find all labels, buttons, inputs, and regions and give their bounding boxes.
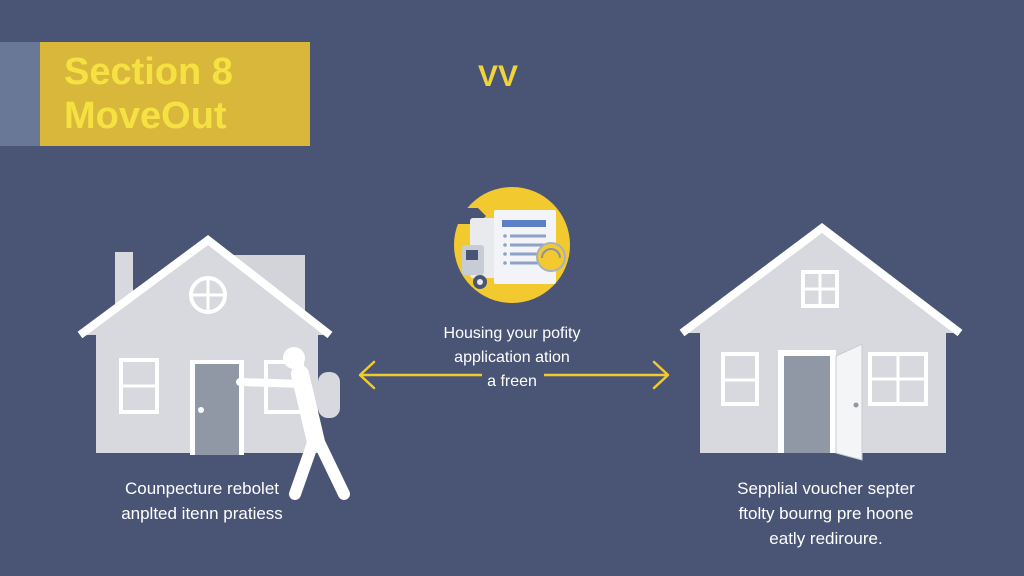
right-caption-line-1: Sepplial voucher septer [737, 479, 915, 498]
title-line-1: Section 8 [64, 51, 233, 93]
right-door [784, 356, 830, 453]
right-caption: Sepplial voucher septer ftolty bourng pr… [706, 476, 946, 551]
right-house-icon [679, 222, 963, 461]
title-box [40, 42, 310, 146]
right-caption-line-2: ftolty bourng pre hoone [738, 504, 914, 523]
left-caption-line-2: anplted itenn pratiess [121, 504, 283, 523]
moving-truck-document-icon [440, 187, 570, 303]
page-title: Section 8 MoveOut [64, 50, 314, 138]
center-caption: Housing your pofity application ation a … [412, 322, 612, 394]
right-caption-line-3: eatly rediroure. [769, 529, 883, 548]
center-caption-line-3: a freen [487, 373, 537, 390]
walking-person-icon [236, 347, 350, 500]
top-mark: VV [478, 60, 519, 93]
title-accent-stripe [0, 42, 40, 146]
left-caption: Counpecture rebolet anplted itenn pratie… [92, 476, 312, 526]
left-caption-line-1: Counpecture rebolet [124, 479, 280, 498]
left-house-icon [77, 234, 333, 455]
center-caption-line-2: application ation [454, 349, 570, 366]
title-line-2: MoveOut [64, 95, 227, 137]
center-caption-line-1: Housing your pofity [443, 325, 581, 342]
